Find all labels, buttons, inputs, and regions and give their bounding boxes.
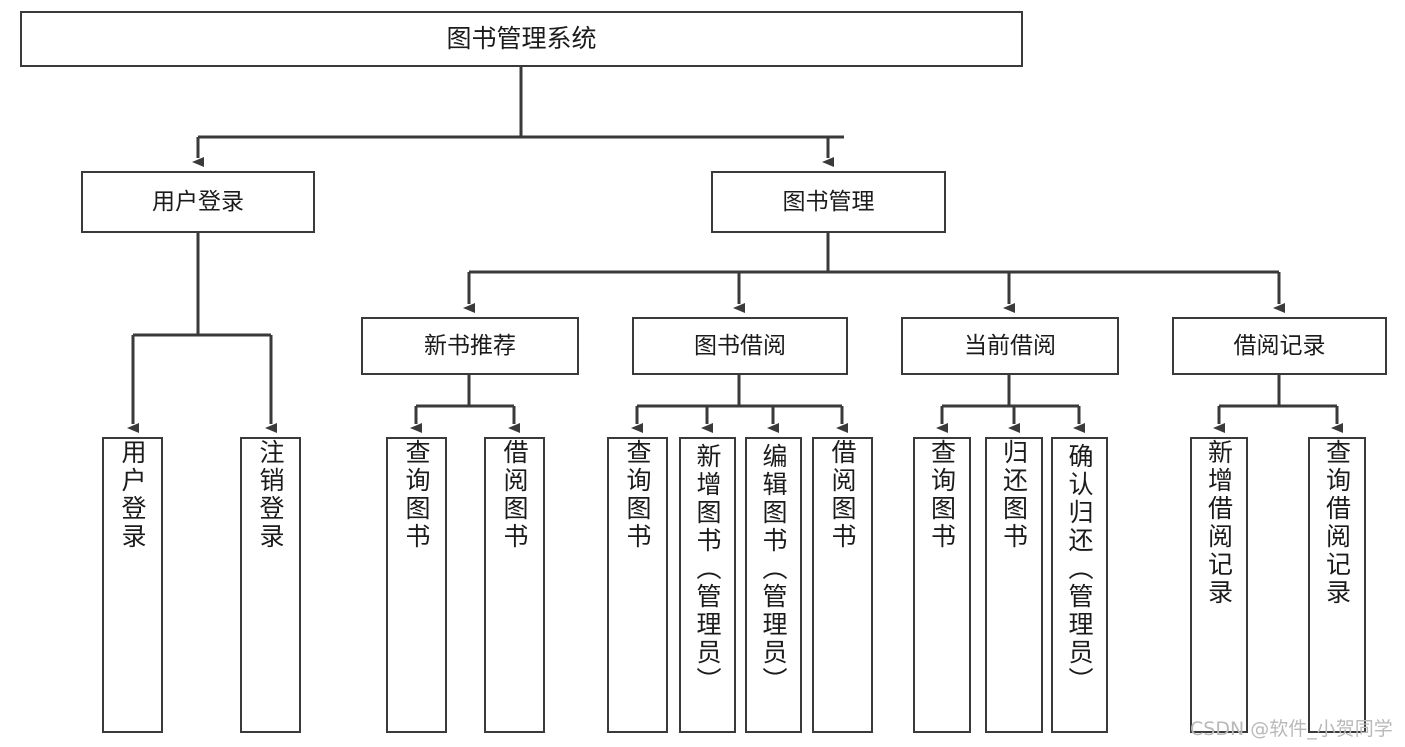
node-book-management-label: 图书管理 [782, 188, 875, 215]
leaf-add-book-admin[interactable]: 新增图书（管理员） [679, 437, 736, 733]
node-new-book-recommend-label: 新书推荐 [424, 332, 516, 359]
leaf-borrow-book-label: 借阅图书 [828, 439, 857, 551]
leaf-logout-login-label: 注销登录 [256, 439, 285, 551]
leaf-borrow-query-book-label: 查询图书 [623, 439, 652, 551]
leaf-return-book-label: 归还图书 [999, 439, 1029, 551]
leaf-add-borrow-record[interactable]: 新增借阅记录 [1190, 437, 1248, 733]
node-root-label: 图书管理系统 [446, 23, 597, 53]
leaf-current-query-book-label: 查询图书 [927, 439, 957, 551]
node-user-login[interactable]: 用户登录 [81, 171, 315, 233]
node-book-borrow[interactable]: 图书借阅 [632, 317, 848, 375]
leaf-edit-book-admin[interactable]: 编辑图书（管理员） [745, 437, 802, 733]
leaf-confirm-return-admin-label: 确认归还（管理员） [1065, 443, 1094, 695]
csdn-watermark: CSDN @软件_小贺同学 [1190, 718, 1393, 740]
node-current-borrow-label: 当前借阅 [964, 332, 1056, 359]
leaf-query-borrow-record-label: 查询借阅记录 [1322, 439, 1352, 607]
leaf-newbook-borrow-book[interactable]: 借阅图书 [484, 437, 545, 733]
leaf-return-book[interactable]: 归还图书 [985, 437, 1043, 733]
node-current-borrow[interactable]: 当前借阅 [901, 317, 1119, 375]
leaf-edit-book-admin-label: 编辑图书（管理员） [759, 443, 788, 695]
leaf-add-borrow-record-label: 新增借阅记录 [1204, 439, 1234, 607]
leaf-newbook-borrow-book-label: 借阅图书 [500, 439, 529, 551]
node-user-login-label: 用户登录 [152, 188, 244, 215]
leaf-confirm-return-admin[interactable]: 确认归还（管理员） [1051, 437, 1108, 733]
node-new-book-recommend[interactable]: 新书推荐 [361, 317, 579, 375]
node-book-borrow-label: 图书借阅 [694, 332, 786, 359]
leaf-current-query-book[interactable]: 查询图书 [913, 437, 971, 733]
leaf-add-book-admin-label: 新增图书（管理员） [693, 443, 722, 695]
leaf-user-login-label: 用户登录 [118, 439, 147, 551]
node-borrow-record[interactable]: 借阅记录 [1172, 317, 1387, 375]
leaf-logout-login[interactable]: 注销登录 [240, 437, 301, 733]
leaf-newbook-query-book-label: 查询图书 [402, 439, 431, 551]
leaf-newbook-query-book[interactable]: 查询图书 [386, 437, 447, 733]
leaf-borrow-book[interactable]: 借阅图书 [812, 437, 873, 733]
leaf-query-borrow-record[interactable]: 查询借阅记录 [1308, 437, 1366, 733]
leaf-borrow-query-book[interactable]: 查询图书 [607, 437, 668, 733]
leaf-user-login[interactable]: 用户登录 [102, 437, 163, 733]
node-root[interactable]: 图书管理系统 [20, 11, 1023, 67]
node-book-management[interactable]: 图书管理 [711, 171, 946, 233]
node-borrow-record-label: 借阅记录 [1233, 332, 1326, 359]
